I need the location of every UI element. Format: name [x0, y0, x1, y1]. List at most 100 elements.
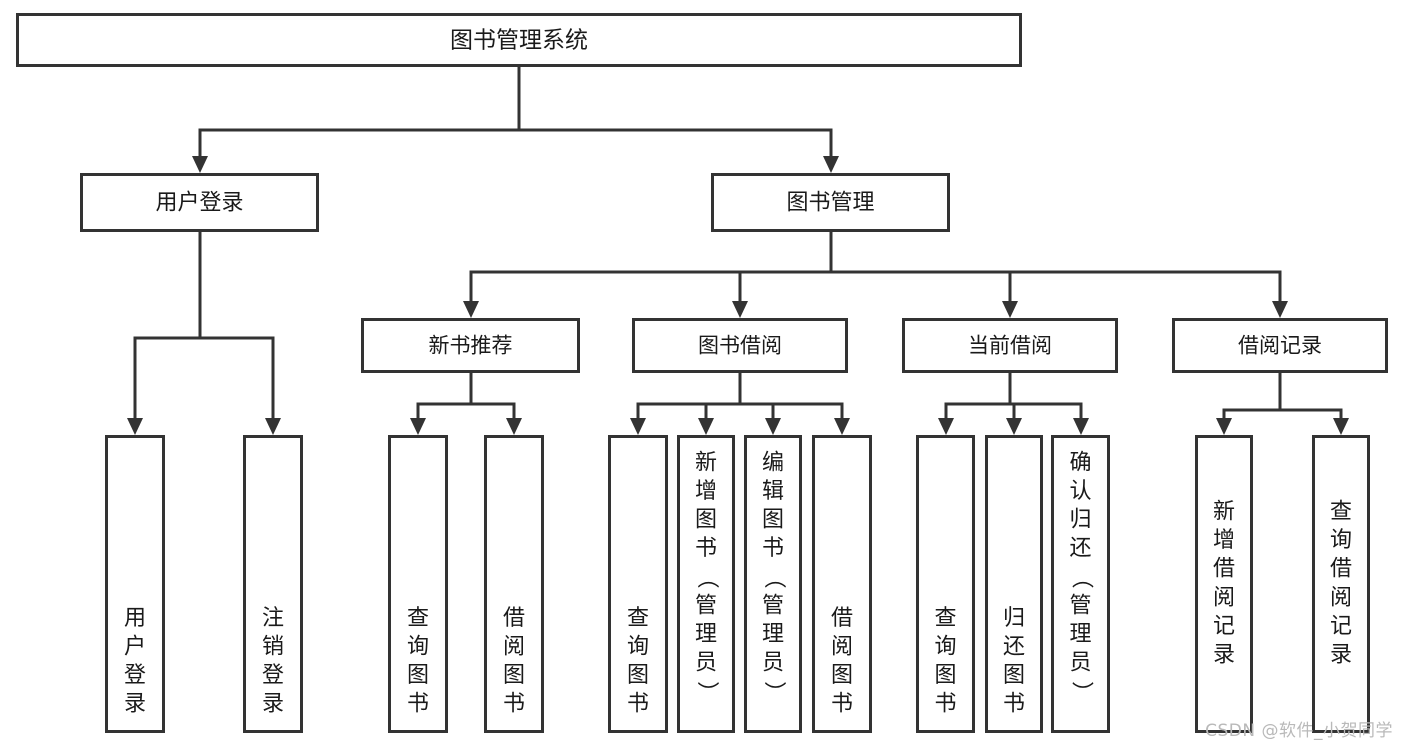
node-label-char: 书	[627, 692, 649, 717]
node-new-book-rec[interactable]: 新书推荐	[361, 318, 580, 373]
node-box[interactable]	[1312, 435, 1370, 733]
node-box[interactable]	[388, 435, 448, 733]
node-box[interactable]	[80, 173, 319, 232]
node-label-char: 书	[831, 692, 853, 717]
node-box[interactable]	[243, 435, 303, 733]
node-label-char: 认	[1069, 479, 1091, 504]
node-label-char: 图	[762, 508, 784, 533]
arrow-head-icon	[265, 418, 281, 435]
node-box[interactable]	[812, 435, 872, 733]
node-box[interactable]	[361, 318, 580, 373]
connector-new-book-rec-to-leaf-query-book-1	[410, 373, 473, 435]
node-book-borrow[interactable]: 图书借阅	[632, 318, 848, 373]
connector-line	[944, 373, 1012, 418]
node-label-char: 登	[124, 663, 146, 688]
connector-line	[469, 232, 833, 301]
node-label-char: 录	[124, 692, 146, 717]
connector-line	[133, 232, 202, 418]
connector-line	[738, 232, 833, 301]
node-label-char: 录	[1213, 643, 1235, 668]
connector-borrow-record-to-leaf-query-record	[1278, 373, 1349, 435]
node-label-char: 图	[627, 663, 649, 688]
connector-line	[1278, 373, 1343, 418]
node-label-char: （	[694, 567, 719, 589]
node-label-char: 书	[695, 536, 717, 561]
node-label-char: 管	[1069, 593, 1091, 618]
node-box[interactable]	[677, 435, 735, 733]
connector-line	[469, 373, 516, 418]
arrow-head-icon	[938, 418, 954, 435]
node-label-char: 注	[262, 606, 284, 631]
node-label-char: 图	[1003, 663, 1025, 688]
node-book-manage[interactable]: 图书管理	[711, 173, 950, 232]
arrow-head-icon	[1272, 301, 1288, 318]
node-box[interactable]	[985, 435, 1043, 733]
node-label-char: 新	[1213, 500, 1235, 525]
node-box[interactable]	[1172, 318, 1388, 373]
connector-line	[198, 232, 275, 418]
node-label-char: 借	[831, 606, 853, 631]
node-leaf-user-login[interactable]: 用户登录	[105, 435, 165, 733]
node-label-char: 还	[1003, 635, 1025, 660]
node-box[interactable]	[916, 435, 975, 733]
connector-line	[198, 67, 521, 156]
node-label: 图书借阅	[698, 334, 782, 358]
connector-line	[738, 373, 844, 418]
node-box[interactable]	[744, 435, 802, 733]
arrow-head-icon	[127, 418, 143, 435]
node-label-char: 图	[695, 508, 717, 533]
node-label: 新书推荐	[429, 334, 513, 358]
connector-line	[704, 373, 742, 418]
node-root[interactable]: 图书管理系统	[16, 13, 1022, 67]
node-label: 用户登录	[155, 191, 243, 216]
node-label-char: 书	[407, 692, 429, 717]
arrow-head-icon	[630, 418, 646, 435]
node-label-char: 理	[762, 622, 784, 647]
node-box[interactable]	[1195, 435, 1253, 733]
node-box[interactable]	[1051, 435, 1110, 733]
arrow-head-icon	[1002, 301, 1018, 318]
node-label-char: 查	[934, 606, 956, 631]
node-box[interactable]	[105, 435, 165, 733]
node-box[interactable]	[711, 173, 950, 232]
node-box[interactable]	[16, 13, 1022, 67]
node-label-char: 查	[407, 606, 429, 631]
connector-book-manage-to-new-book-rec	[463, 232, 833, 318]
connector-book-manage-to-borrow-record	[829, 232, 1288, 318]
node-box[interactable]	[632, 318, 848, 373]
node-label-char: 图	[407, 663, 429, 688]
node-label-char: 记	[1330, 614, 1352, 639]
node-label-char: ）	[694, 681, 719, 703]
arrow-head-icon	[698, 418, 714, 435]
arrow-head-icon	[823, 156, 839, 173]
node-box[interactable]	[484, 435, 544, 733]
connector-line	[738, 373, 775, 418]
node-label-char: 记	[1213, 614, 1235, 639]
connector-current-borrow-to-leaf-confirm-return	[1008, 373, 1089, 435]
node-current-borrow[interactable]: 当前借阅	[902, 318, 1118, 373]
node-label-char: 归	[1069, 508, 1091, 533]
connector-user-login-to-leaf-logout	[198, 232, 281, 435]
node-box[interactable]	[608, 435, 668, 733]
connector-line	[1008, 373, 1083, 418]
node-borrow-record[interactable]: 借阅记录	[1172, 318, 1388, 373]
node-label-char: 销	[262, 635, 284, 660]
connector-current-borrow-to-leaf-query-book-3	[938, 373, 1012, 435]
node-box[interactable]	[902, 318, 1118, 373]
node-user-login[interactable]: 用户登录	[80, 173, 319, 232]
arrow-head-icon	[765, 418, 781, 435]
